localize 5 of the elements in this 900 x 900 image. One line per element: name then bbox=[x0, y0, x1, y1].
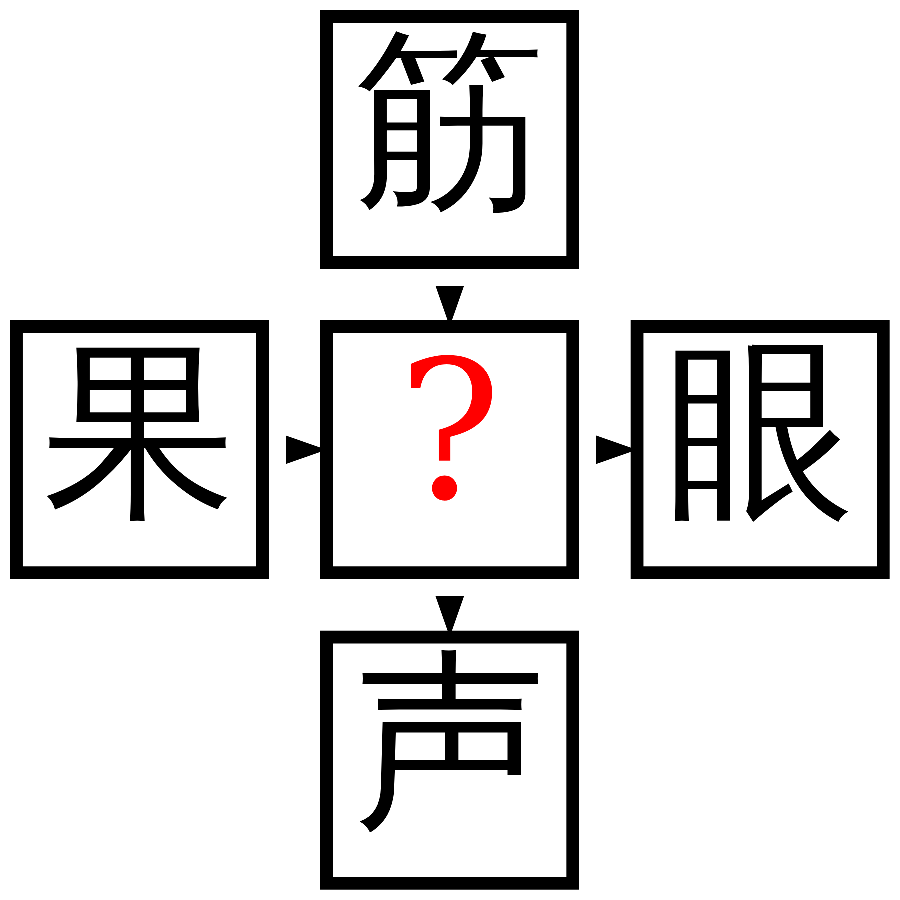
node-box: 声 bbox=[320, 630, 580, 890]
node-box: 筋 bbox=[320, 10, 580, 270]
node-box: 果 bbox=[10, 320, 270, 580]
node-box: ? bbox=[320, 320, 580, 580]
node-box: 眼 bbox=[630, 320, 890, 580]
